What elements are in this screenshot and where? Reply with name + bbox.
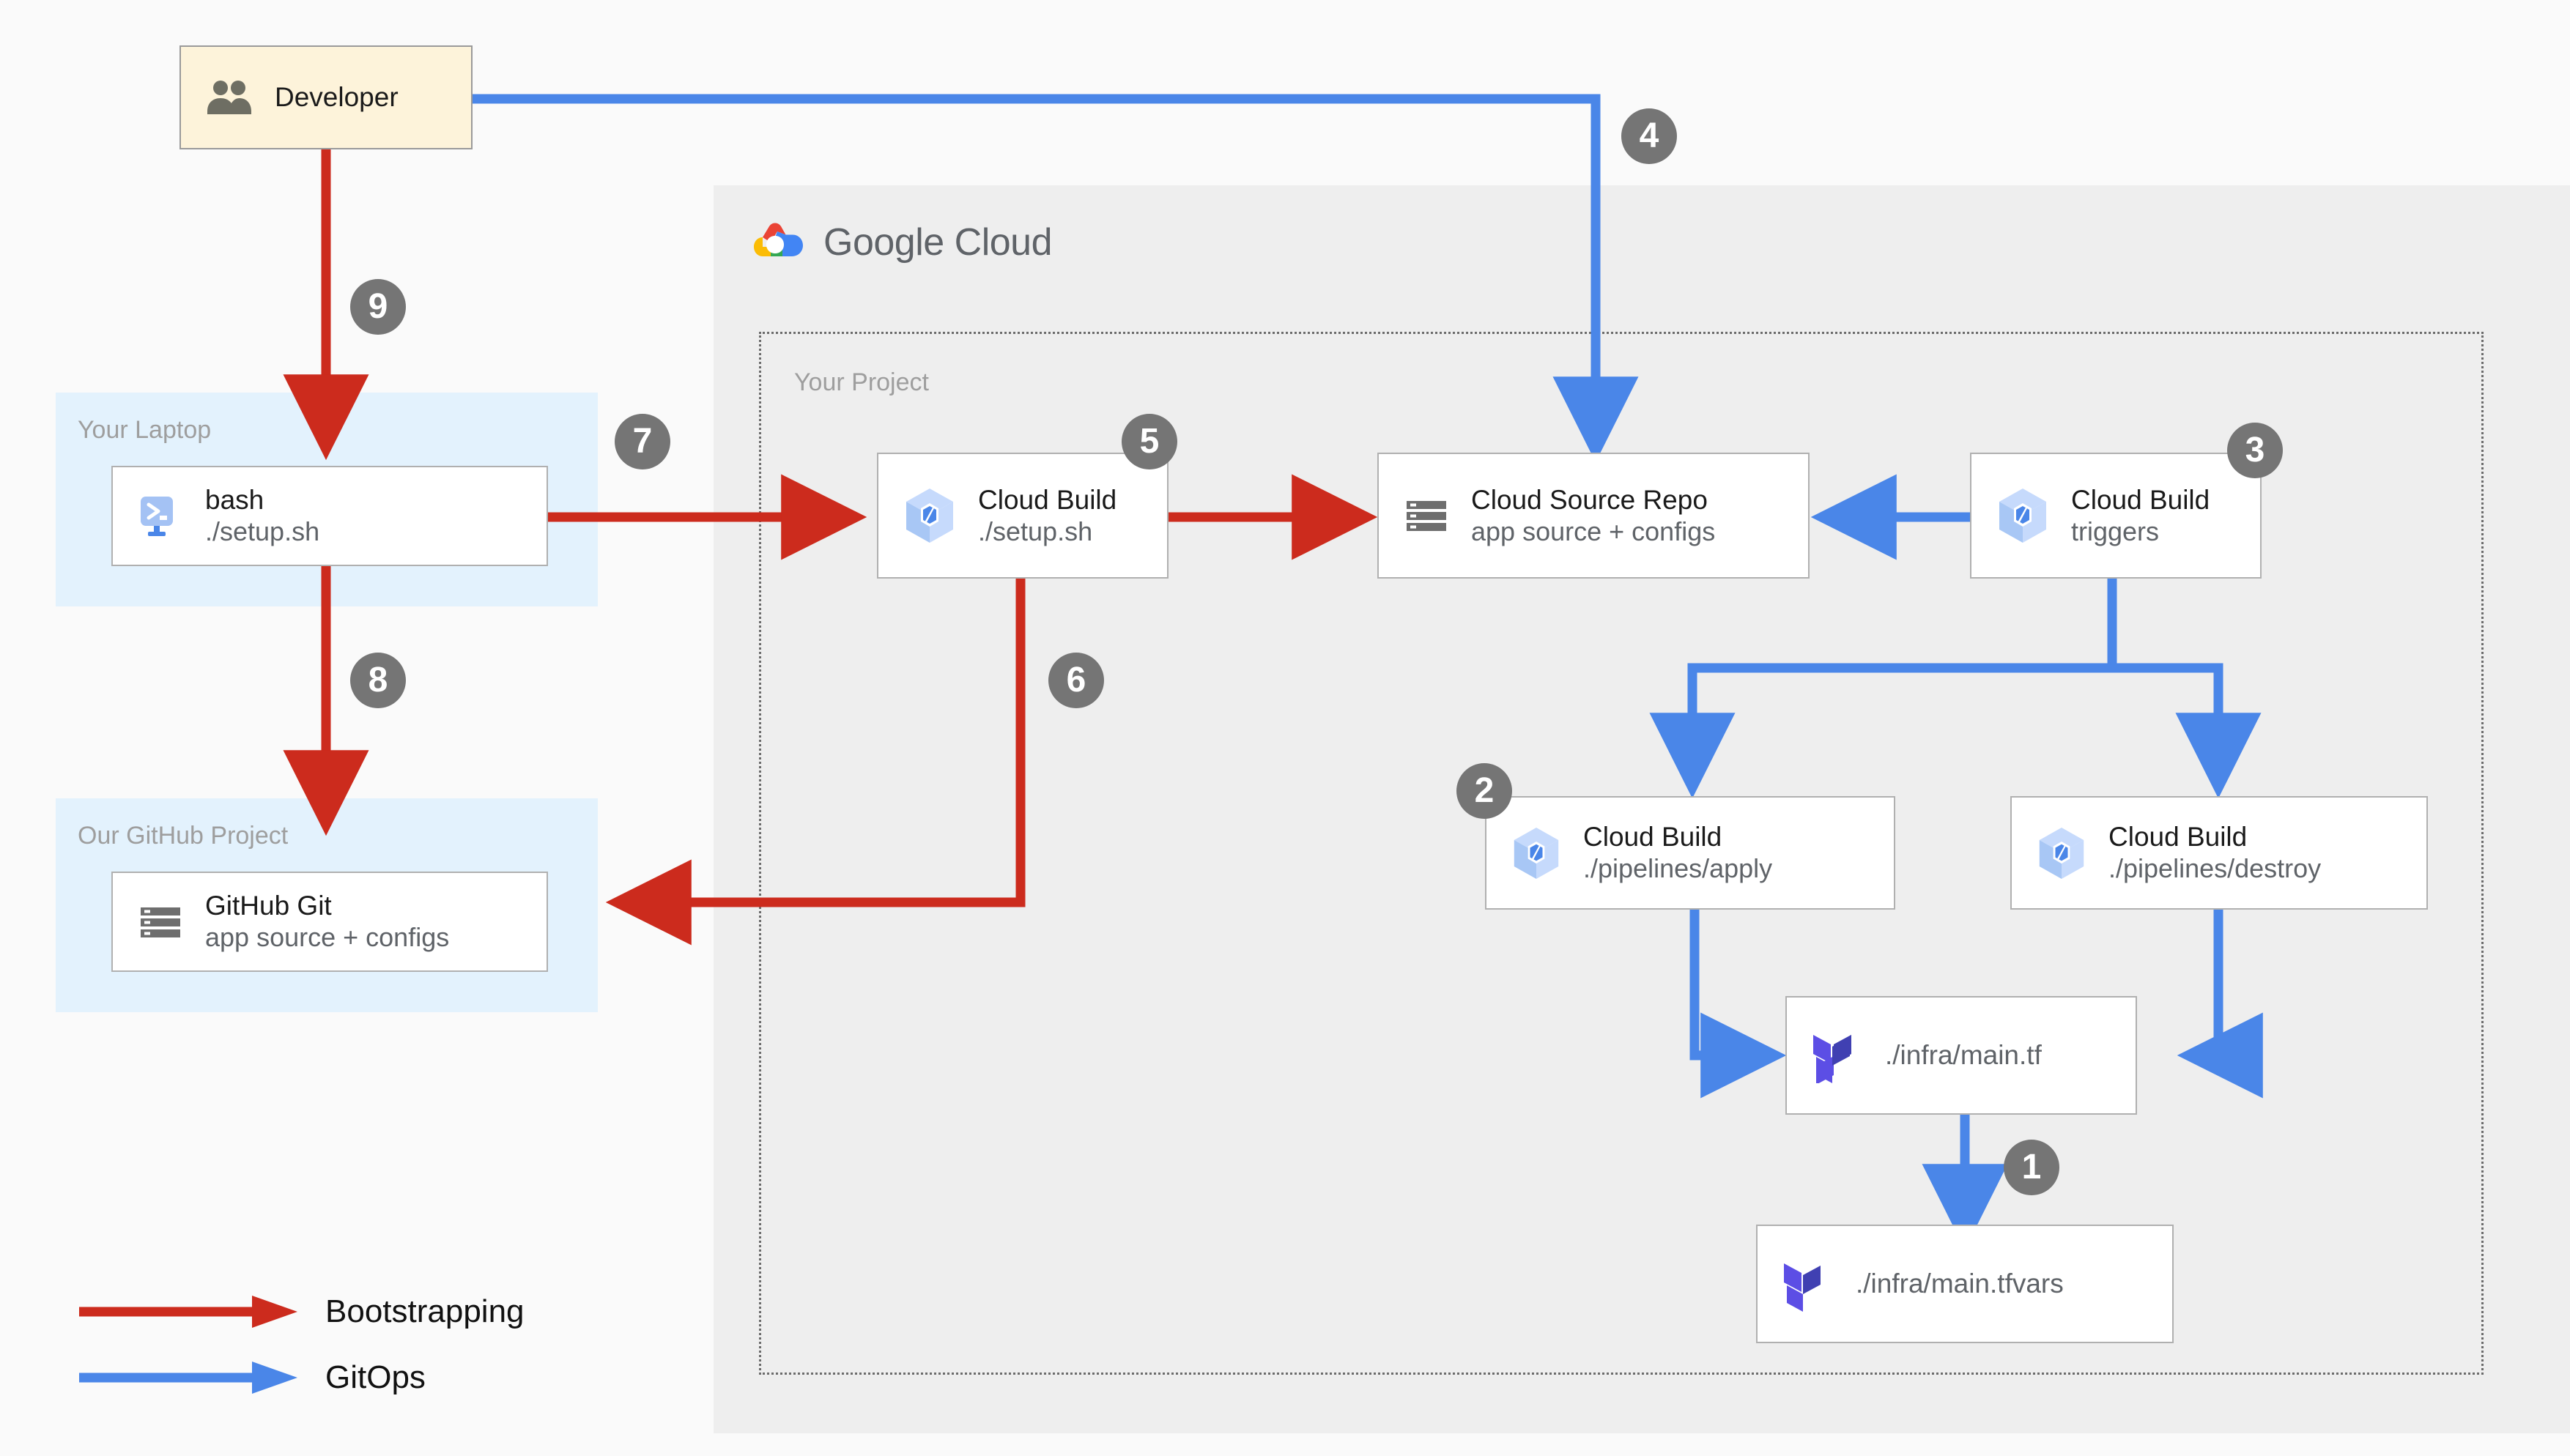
red-arrow-icon <box>79 1296 297 1328</box>
step-badge-2: 2 <box>1456 763 1512 819</box>
node-cloud-source-repo[interactable]: Cloud Source Repo app source + configs <box>1377 453 1810 579</box>
node-main-tfvars-title: ./infra/main.tfvars <box>1856 1269 2064 1299</box>
cloud-build-icon <box>906 489 953 543</box>
repository-icon <box>1407 501 1446 531</box>
node-cloud-build-triggers-sub: triggers <box>2071 516 2160 546</box>
step-badge-9: 9 <box>350 279 406 335</box>
cloud-shell-icon <box>141 496 173 536</box>
step-badge-8: 8 <box>350 653 406 708</box>
repository-icon <box>141 907 180 937</box>
node-bash-sub: ./setup.sh <box>205 516 320 547</box>
cloud-build-icon <box>1999 489 2046 543</box>
node-developer-text: Developer <box>275 81 399 114</box>
node-main-tf-title: ./infra/main.tf <box>1885 1040 2042 1070</box>
node-developer[interactable]: Developer <box>179 45 473 149</box>
node-bash[interactable]: bash ./setup.sh <box>111 466 548 566</box>
google-cloud-brand: Google Cloud <box>753 220 1053 265</box>
legend-label-gitops: GitOps <box>325 1359 426 1395</box>
step-badge-1: 1 <box>2004 1140 2059 1195</box>
node-main-tf[interactable]: ./infra/main.tf <box>1785 996 2137 1115</box>
node-github-git-title: GitHub Git <box>205 891 332 921</box>
node-github-git[interactable]: GitHub Git app source + configs <box>111 872 548 972</box>
blue-arrow-icon <box>79 1362 297 1394</box>
node-cloud-build-apply-sub: ./pipelines/apply <box>1583 853 1773 884</box>
node-cloud-build-apply[interactable]: Cloud Build ./pipelines/apply <box>1485 796 1895 910</box>
step-badge-5: 5 <box>1122 414 1177 469</box>
your-laptop-label: Your Laptop <box>78 416 212 444</box>
legend-item-bootstrapping: Bootstrapping <box>79 1291 525 1332</box>
node-cloud-build-destroy-text: Cloud Build ./pipelines/destroy <box>2108 821 2321 884</box>
node-cloud-build-setup[interactable]: Cloud Build ./setup.sh <box>877 453 1169 579</box>
node-main-tfvars[interactable]: ./infra/main.tfvars <box>1756 1225 2174 1343</box>
google-word: Google <box>823 221 944 264</box>
step-badge-6: 6 <box>1048 653 1104 708</box>
legend-item-gitops: GitOps <box>79 1357 426 1398</box>
node-cloud-source-repo-sub: app source + configs <box>1471 516 1716 546</box>
node-cloud-build-apply-text: Cloud Build ./pipelines/apply <box>1583 821 1772 884</box>
cloud-build-icon <box>1514 827 1559 879</box>
terraform-icon <box>1784 1263 1821 1312</box>
node-cloud-build-apply-title: Cloud Build <box>1583 822 1722 853</box>
our-github-project-label: Our GitHub Project <box>78 822 289 850</box>
node-cloud-build-setup-sub: ./setup.sh <box>978 516 1093 546</box>
google-cloud-logo-icon <box>754 223 803 256</box>
node-github-git-text: GitHub Git app source + configs <box>205 890 449 953</box>
node-cloud-build-destroy[interactable]: Cloud Build ./pipelines/destroy <box>2010 796 2428 910</box>
node-cloud-build-triggers-text: Cloud Build triggers <box>2071 484 2210 547</box>
step-badge-4: 4 <box>1621 108 1677 164</box>
cloud-build-icon <box>2039 827 2084 879</box>
your-project-label: Your Project <box>794 368 929 396</box>
node-cloud-build-triggers[interactable]: Cloud Build triggers <box>1970 453 2262 579</box>
step-badge-7: 7 <box>615 414 670 469</box>
node-main-tfvars-text: ./infra/main.tfvars <box>1856 1269 2064 1299</box>
step-badge-3: 3 <box>2227 423 2283 478</box>
node-main-tf-text: ./infra/main.tf <box>1885 1040 2042 1071</box>
node-bash-text: bash ./setup.sh <box>205 484 319 547</box>
node-cloud-build-triggers-title: Cloud Build <box>2071 484 2210 515</box>
people-icon <box>207 81 251 114</box>
legend-label-bootstrapping: Bootstrapping <box>325 1293 525 1329</box>
node-bash-title: bash <box>205 485 264 516</box>
google-cloud-wordmark: Google Cloud <box>823 220 1053 264</box>
node-cloud-build-destroy-title: Cloud Build <box>2108 822 2248 853</box>
terraform-icon <box>1813 1035 1851 1083</box>
node-cloud-build-setup-text: Cloud Build ./setup.sh <box>978 484 1116 547</box>
cloud-word: Cloud <box>954 221 1053 264</box>
node-cloud-build-setup-title: Cloud Build <box>978 484 1117 515</box>
node-cloud-build-destroy-sub: ./pipelines/destroy <box>2108 853 2322 884</box>
node-github-git-sub: app source + configs <box>205 922 450 953</box>
node-cloud-source-repo-title: Cloud Source Repo <box>1471 484 1708 515</box>
node-cloud-source-repo-text: Cloud Source Repo app source + configs <box>1471 484 1715 547</box>
node-developer-title: Developer <box>275 82 399 113</box>
